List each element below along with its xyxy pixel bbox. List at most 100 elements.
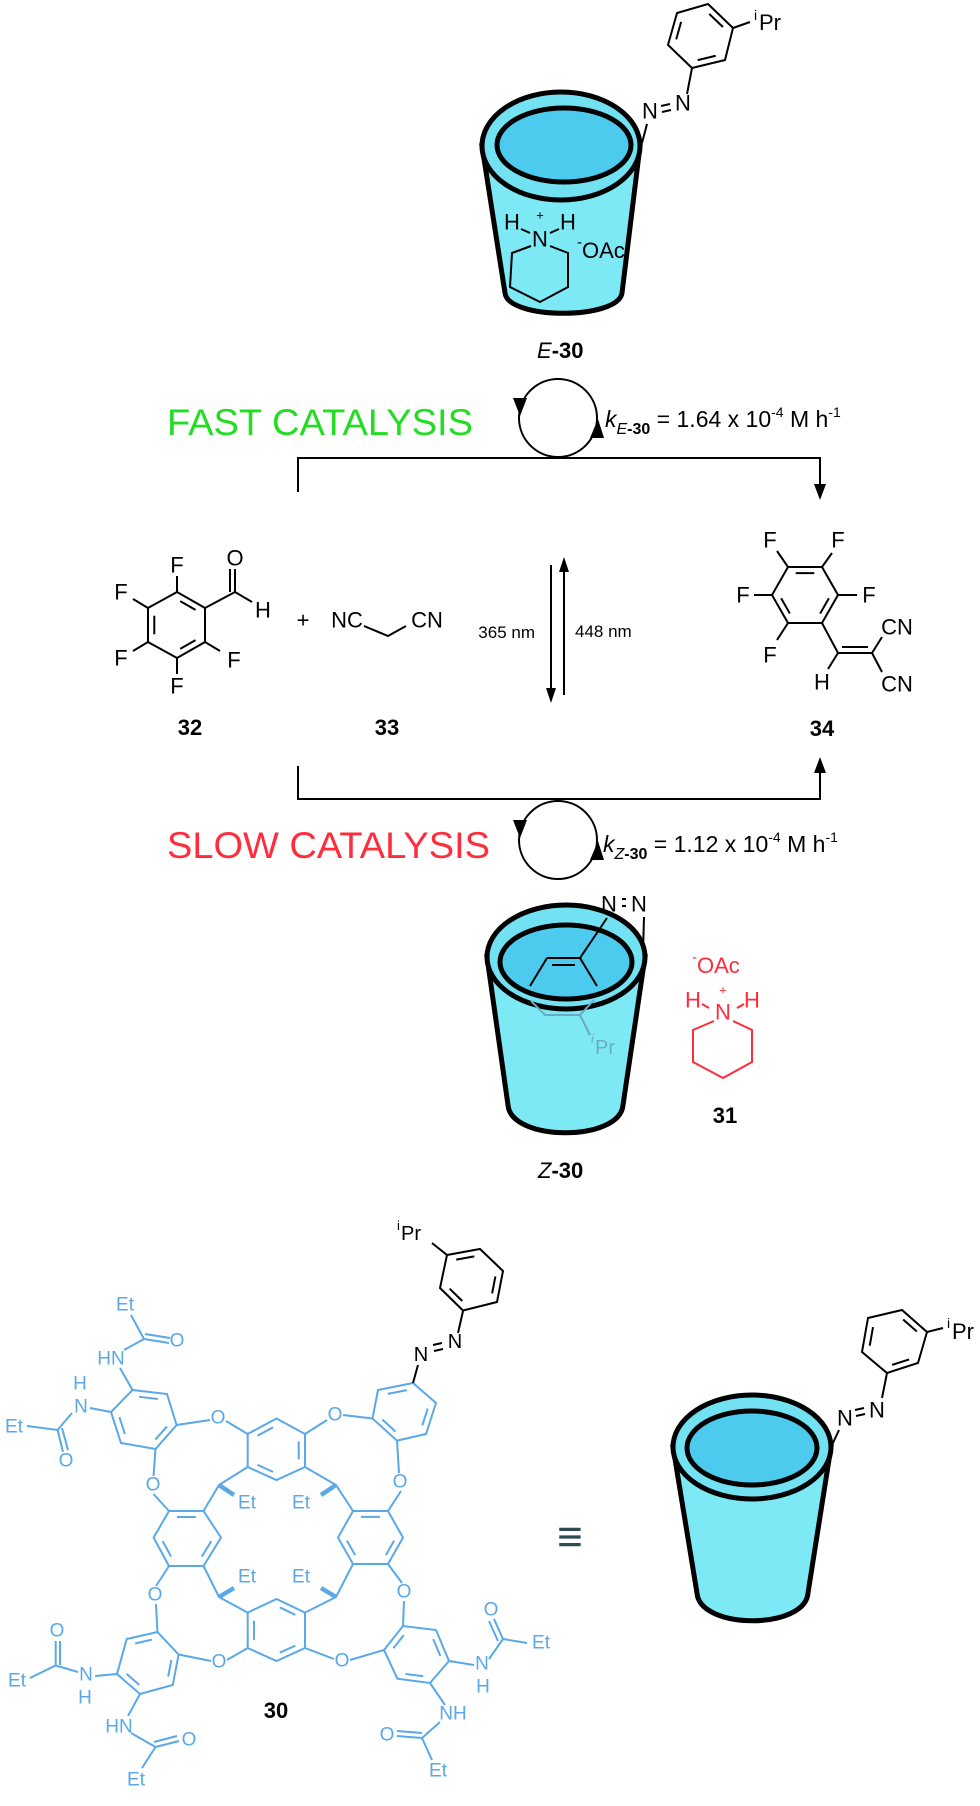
- plus-sign: +: [297, 608, 310, 633]
- ipr-superscript: i: [754, 7, 757, 23]
- aromatic-double-bond: [421, 1408, 429, 1426]
- piperidine-ring: [508, 245, 569, 304]
- anion-minus: -: [577, 234, 582, 251]
- catalytic-cycle-icon: [518, 378, 598, 458]
- wavelength-448: 448 nm: [575, 622, 632, 641]
- aromatic-double-bond: [780, 597, 791, 615]
- compound-number-31: 31: [713, 1103, 737, 1128]
- ipr-label: Pr: [595, 1037, 615, 1059]
- c30-ring-b: [246, 1417, 306, 1482]
- ch2-bonds: [363, 625, 407, 638]
- azo-bonds: [641, 21, 751, 144]
- cup-cavity: [494, 105, 634, 185]
- e30-cavitand: H + N H -OAc N N i Pr E-30: [479, 7, 781, 363]
- aromatic-double-bond: [456, 1255, 475, 1261]
- aromatic-double-bond: [697, 54, 716, 62]
- arrowhead-down-icon: [814, 484, 826, 500]
- ethyl: Et: [532, 1633, 551, 1654]
- aromatic-double-bond: [675, 21, 683, 40]
- ethyl: Et: [238, 1567, 257, 1588]
- piperidine-ring: [692, 1003, 753, 1080]
- e30-label-number: -30: [552, 338, 584, 363]
- amide-h: H: [73, 1374, 87, 1395]
- anion-acetate-group: -OAc: [692, 949, 740, 978]
- fluorine: F: [736, 583, 749, 608]
- amide-nh: HN: [97, 1349, 124, 1370]
- photoisomerization-arrows: 365 nm 448 nm: [478, 557, 632, 703]
- z30-label-number: -30: [551, 1158, 583, 1183]
- ethyl-wedge-bonds: [217, 1483, 338, 1599]
- anion-acetate-group: -OAc: [577, 234, 625, 263]
- aromatic-double-bond: [179, 600, 196, 611]
- ether-oxygen: O: [328, 1405, 343, 1426]
- compound-number-34: 34: [810, 716, 835, 741]
- substituent-bonds: [754, 550, 883, 673]
- ipr-label: Pr: [952, 1319, 974, 1344]
- ethyl: Et: [5, 1417, 24, 1438]
- hydrogen: H: [814, 670, 830, 695]
- ipr-label: Pr: [759, 10, 781, 35]
- nitrile-right: CN: [411, 608, 443, 633]
- cycle-arrowhead-up: [590, 841, 604, 860]
- cavitand-cartoon-30: N N i Pr: [670, 1315, 974, 1624]
- azo-n2: N: [675, 91, 691, 116]
- aromatic-double-bond: [392, 1634, 405, 1649]
- ethyl: Et: [429, 1761, 448, 1782]
- atom-labels: O O O O O O O O Et Et Et Et HN O Et N H …: [5, 1295, 551, 1791]
- ether-oxygen: O: [397, 1582, 412, 1603]
- ether-oxygen: O: [146, 1475, 161, 1496]
- slow-reaction-arrow: [297, 766, 821, 800]
- e30-label: E-30: [537, 338, 583, 363]
- anion-acetate: OAc: [697, 953, 740, 978]
- rate-constant-e30: kE-30 = 1.64 x 10-4 M h-1: [605, 404, 841, 438]
- aromatic-double-bond: [385, 1540, 395, 1556]
- carbonyl-oxygen: O: [59, 1451, 74, 1472]
- carbonyl-oxygen: O: [50, 1621, 65, 1642]
- hydrogen: H: [685, 988, 701, 1013]
- c30-azo-phenyl: [438, 1247, 505, 1312]
- cycle-arrowhead-down: [513, 398, 527, 416]
- aromatic-double-bond: [279, 1606, 296, 1616]
- carbonyl-oxygen: O: [182, 1730, 197, 1751]
- aromatic-double-bond: [405, 1672, 424, 1678]
- azo-n1: N: [642, 99, 658, 124]
- nitrogen: N: [715, 1000, 731, 1025]
- aromatic-double-bond: [891, 1358, 910, 1366]
- e30-label-isomer: E: [537, 338, 552, 363]
- amide-h: H: [78, 1688, 92, 1709]
- aromatic-double-bond: [868, 1326, 875, 1346]
- azo-bonds: [831, 1327, 944, 1446]
- equivalence-sign: ≡: [557, 1513, 583, 1562]
- charge-plus: +: [719, 983, 727, 998]
- aromatic-double-bond: [432, 1638, 442, 1657]
- arrowhead-down-icon: [546, 688, 556, 703]
- ether-oxygen: O: [148, 1585, 163, 1606]
- oxygen: O: [226, 546, 243, 571]
- azo-bonds: [412, 1242, 464, 1384]
- compound-32: F F F F F O H 32: [114, 546, 271, 741]
- e30-azo-phenyl: [666, 2, 735, 70]
- cup-cavity: [497, 922, 635, 1002]
- fast-reaction-arrow: [297, 457, 821, 492]
- guest-plus: +: [536, 208, 544, 223]
- aromatic-double-bond: [154, 1425, 168, 1441]
- ether-oxygen: O: [335, 1651, 350, 1672]
- arrowhead-up-icon: [559, 557, 569, 572]
- carbonyl-oxygen: O: [380, 1725, 395, 1746]
- aromatic-double-bond: [138, 1395, 159, 1400]
- c30-ring-d: [152, 1510, 223, 1567]
- fluorine: F: [227, 648, 240, 673]
- fluorine: F: [170, 553, 183, 578]
- aromatic-double-bond: [902, 1318, 918, 1333]
- substituent-bonds: [132, 569, 253, 674]
- azo-n2: N: [869, 1398, 885, 1423]
- compound-number-30: 30: [264, 1698, 288, 1723]
- aromatic-double-bond: [448, 1287, 463, 1302]
- carbonyl-oxygen: O: [170, 1331, 185, 1352]
- hydrogen: H: [255, 598, 271, 623]
- aromatic-double-bond: [387, 1389, 408, 1395]
- aromatic-double-bond: [179, 639, 196, 650]
- compound34-ring: [770, 566, 840, 624]
- nitrile: CN: [881, 615, 913, 640]
- ethyl: Et: [292, 1493, 311, 1514]
